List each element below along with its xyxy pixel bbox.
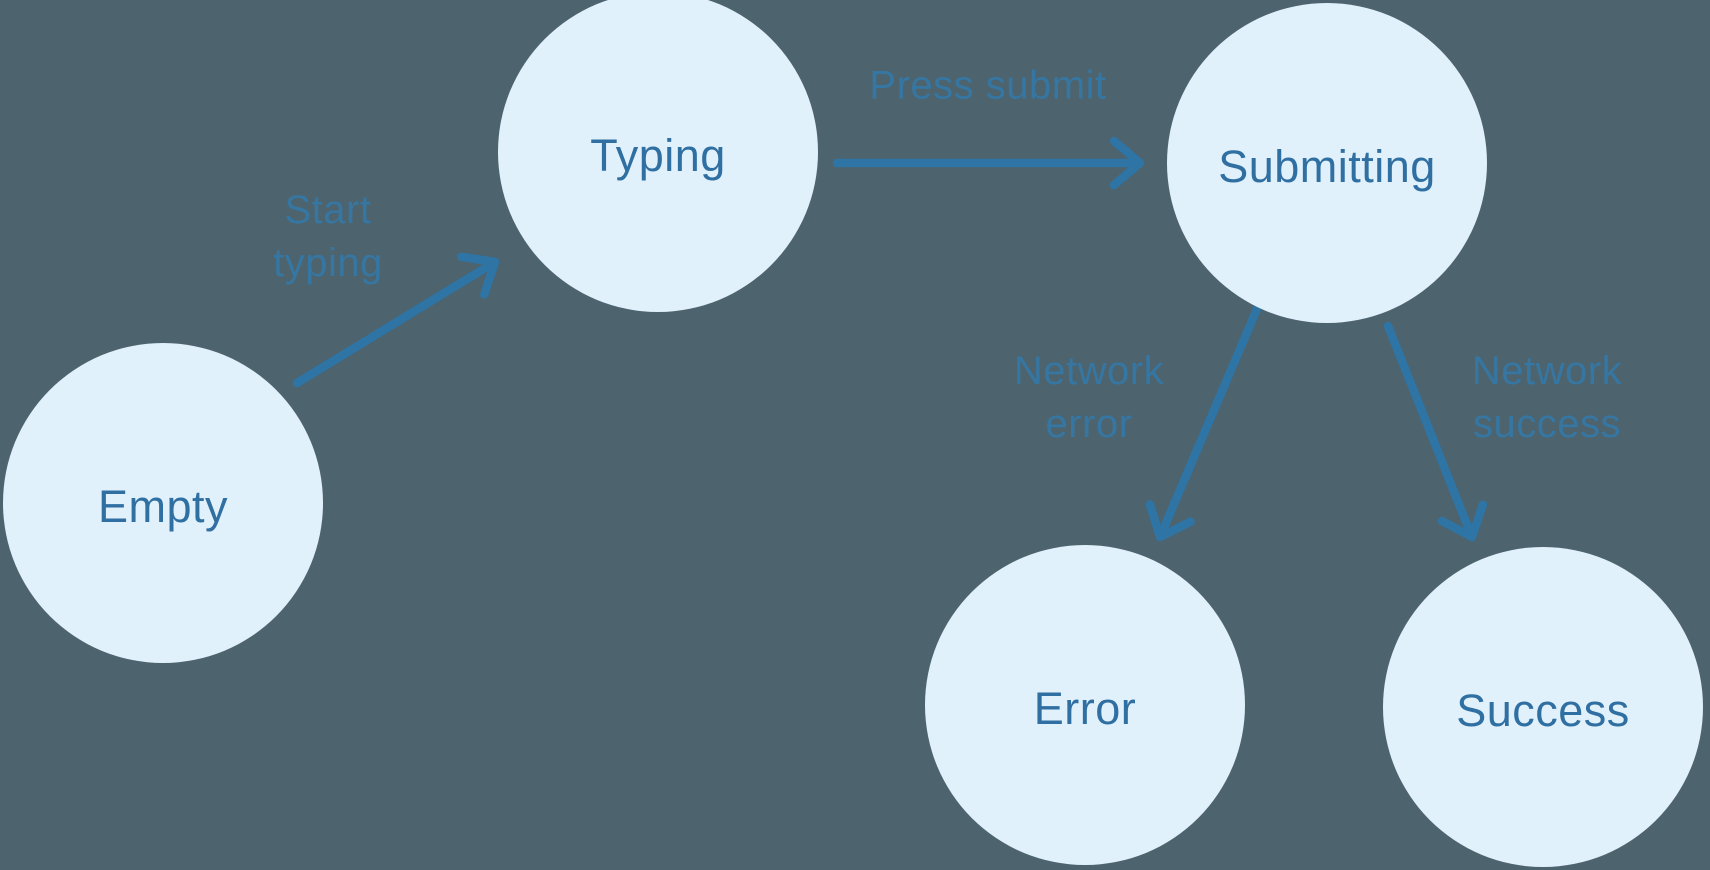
node-empty-label: Empty [97, 481, 229, 532]
node-error: Error [925, 545, 1245, 865]
edge-submitting-error-arrow [1145, 304, 1262, 542]
node-empty: Empty [3, 343, 323, 663]
edge-submitting-success-arrow [1383, 321, 1488, 542]
node-success-label: Success [1456, 685, 1630, 736]
node-submitting-label: Submitting [1218, 141, 1436, 192]
edge-label-start-typing: Start typing [273, 188, 383, 285]
node-typing: Typing [498, 0, 818, 312]
node-error-label: Error [1033, 683, 1137, 734]
edge-label-network-error: Network error [1013, 349, 1165, 446]
edge-label-press-submit: Press submit [869, 63, 1107, 108]
node-submitting: Submitting [1167, 3, 1487, 323]
node-typing-label: Typing [590, 130, 726, 181]
edge-label-network-success: Network success [1471, 349, 1623, 446]
node-success: Success [1383, 547, 1703, 867]
